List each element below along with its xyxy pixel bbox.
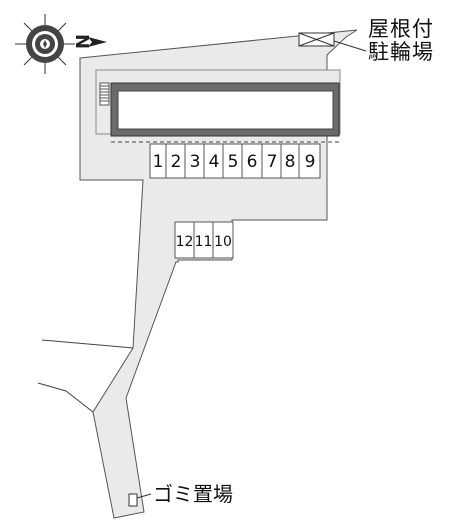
parking-space-10: 10	[214, 234, 232, 250]
parking-space-4: 4	[209, 152, 220, 172]
parking-space-3: 3	[190, 152, 201, 172]
bicycle-parking-leader	[333, 40, 367, 52]
garbage-area-label: ゴミ置場	[153, 482, 233, 506]
garbage-area-icon	[128, 493, 138, 507]
road-line-lower	[37, 382, 94, 413]
compass-rose-icon	[15, 14, 75, 74]
roof-bicycle-parking-line2: 駐輪場	[368, 40, 434, 64]
roof-bicycle-parking-label: 屋根付 駐輪場	[368, 18, 434, 64]
parking-row-small: 12 11 10	[174, 221, 234, 259]
roof-bicycle-parking-line1: 屋根付	[368, 17, 434, 41]
bicycle-parking-icon	[298, 32, 335, 47]
parking-space-12: 12	[176, 234, 194, 250]
parking-space-8: 8	[285, 152, 296, 172]
parking-row-main: 1 2 3 4 5 6 7 8 9	[149, 143, 321, 179]
parking-space-2: 2	[171, 152, 182, 172]
parking-space-5: 5	[228, 152, 239, 172]
garbage-area-leader	[136, 493, 152, 499]
parking-space-7: 7	[267, 152, 278, 172]
building-inner	[117, 90, 334, 130]
stairs-icon	[99, 82, 110, 106]
north-marker: N	[71, 34, 92, 49]
parking-space-9: 9	[305, 152, 316, 172]
north-arrow-icon	[88, 37, 107, 47]
parking-space-1: 1	[153, 152, 164, 172]
road-line-upper	[41, 339, 134, 349]
parking-space-11: 11	[195, 234, 213, 250]
parking-space-6: 6	[247, 152, 258, 172]
